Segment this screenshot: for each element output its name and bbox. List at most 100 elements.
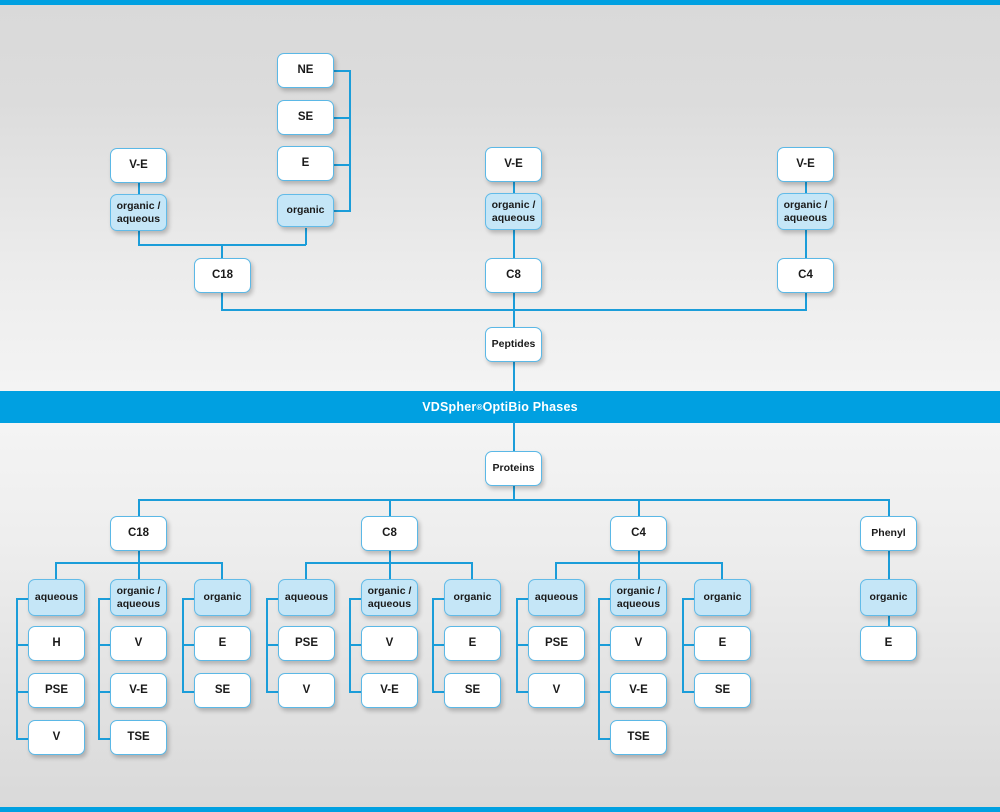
root-node-proteins[interactable]: Proteins (485, 451, 542, 486)
connector-stub-c18-column-aqueous-h (16, 643, 29, 646)
connector-c4-fan-aqueous (555, 562, 557, 579)
protein-c4-organic-item-e[interactable]: E (694, 626, 751, 661)
protein-c8-group-organic[interactable]: organic (444, 579, 501, 616)
protein-c18-aqueous-item-v[interactable]: V (28, 720, 85, 755)
banner-rest: OptiBio Phases (482, 400, 578, 414)
protein-c8-organic-item-e[interactable]: E (444, 626, 501, 661)
label: V (52, 730, 61, 743)
peptide-c4-mode-ve[interactable]: V-E (777, 147, 834, 182)
peptide-c18-organic-item-ne[interactable]: NE (277, 53, 334, 88)
peptide-sorbent-c4[interactable]: C4 (777, 258, 834, 293)
protein-c18-organic-item-se[interactable]: SE (194, 673, 251, 708)
protein-c4-organic-aqueous-item-tse[interactable]: TSE (610, 720, 667, 755)
root-node-peptides[interactable]: Peptides (485, 327, 542, 362)
connector-c18-fan-organic (221, 562, 223, 579)
label: organic (704, 591, 742, 603)
registered-mark-icon: ® (476, 402, 483, 412)
connector-orgaq-to-c8 (513, 229, 515, 258)
peptide-c18-mode-ve[interactable]: V-E (110, 148, 167, 183)
protein-c8-organic-item-se[interactable]: SE (444, 673, 501, 708)
connector-stub-c18-column-aqueous-v (16, 737, 29, 740)
protein-phenyl-organic-item-e[interactable]: E (860, 626, 917, 661)
label-line-2: aqueous (116, 597, 161, 610)
connector-c18-fan-aqueous (55, 562, 57, 579)
label-line-2: aqueous (491, 211, 536, 224)
label-line-1: aqueous (534, 591, 579, 604)
protein-c18-group-organic-aqueous[interactable]: organic /aqueous (110, 579, 167, 616)
label: V (634, 636, 643, 649)
peptide-c18-organic-item-se[interactable]: SE (277, 100, 334, 135)
label: organic /aqueous (617, 585, 661, 609)
protein-c4-aqueous-item-pse[interactable]: PSE (528, 626, 585, 661)
label: organic (286, 204, 325, 217)
protein-c4-group-organic-aqueous[interactable]: organic /aqueous (610, 579, 667, 616)
connector-organic-down-c18 (305, 228, 307, 245)
connector-bus-to-c18 (138, 499, 140, 517)
label-line-1: organic (703, 591, 742, 604)
label-line-1: organic (203, 591, 242, 604)
connector-c8-fan (305, 562, 472, 564)
protein-c18-organic-aqueous-item-v-e[interactable]: V-E (110, 673, 167, 708)
peptide-c18-organic-item-e[interactable]: E (277, 146, 334, 181)
connector-banner-to-proteins (513, 421, 515, 451)
label-line-1: organic / (783, 199, 828, 212)
protein-c4-group-organic[interactable]: organic (694, 579, 751, 616)
protein-c4-organic-item-se[interactable]: SE (694, 673, 751, 708)
protein-c4-group-aqueous[interactable]: aqueous (528, 579, 585, 616)
label-line-2: aqueous (783, 211, 828, 224)
label: TSE (627, 730, 650, 743)
label: C4 (798, 268, 813, 281)
connector-c8-fan-aqueous (305, 562, 307, 579)
protein-c8-aqueous-item-v[interactable]: V (278, 673, 335, 708)
peptide-c18-mode-organic[interactable]: organic (277, 194, 334, 227)
connector-stub-c4-column-organic-e (682, 643, 695, 646)
label: organic (204, 591, 242, 603)
connector-stub-c4-column-organic-aqueous-tse (598, 737, 611, 740)
protein-phenyl-group-organic[interactable]: organic (860, 579, 917, 616)
label: V-E (380, 683, 399, 696)
protein-c4-organic-aqueous-item-v[interactable]: V (610, 626, 667, 661)
connector-stub-c4-column-organic-aqueous-v (598, 643, 611, 646)
connector-stub-c18-column-organic-aqueous-v-e (98, 690, 111, 693)
protein-c18-group-organic[interactable]: organic (194, 579, 251, 616)
label: E (468, 636, 477, 649)
peptide-c18-mode-organic-aqueous[interactable]: organic /aqueous (110, 194, 167, 231)
protein-sorbent-c4[interactable]: C4 (610, 516, 667, 551)
protein-c18-aqueous-item-h[interactable]: H (28, 626, 85, 661)
protein-c8-organic-aqueous-item-v-e[interactable]: V-E (361, 673, 418, 708)
label: organic (870, 591, 908, 603)
peptide-sorbent-c8[interactable]: C8 (485, 258, 542, 293)
connector-stub-c8-column-aqueous (266, 597, 279, 600)
label: TSE (127, 730, 150, 743)
peptide-c4-mode-organic-aqueous[interactable]: organic /aqueous (777, 193, 834, 230)
connector-bus-c18-column-aqueous (16, 597, 18, 738)
label: aqueous (35, 591, 78, 603)
protein-c8-organic-aqueous-item-v[interactable]: V (361, 626, 418, 661)
label: PSE (44, 683, 68, 696)
label: V (552, 683, 561, 696)
bottom-accent-bar (0, 807, 1000, 812)
protein-c4-organic-aqueous-item-v-e[interactable]: V-E (610, 673, 667, 708)
label: SE (297, 110, 314, 123)
label: SE (464, 683, 481, 696)
peptide-c8-mode-ve[interactable]: V-E (485, 147, 542, 182)
label: V-E (129, 158, 148, 171)
protein-c8-group-aqueous[interactable]: aqueous (278, 579, 335, 616)
protein-c18-organic-aqueous-item-tse[interactable]: TSE (110, 720, 167, 755)
protein-c4-aqueous-item-v[interactable]: V (528, 673, 585, 708)
peptide-c8-mode-organic-aqueous[interactable]: organic /aqueous (485, 193, 542, 230)
label: V (134, 636, 143, 649)
peptide-sorbent-c18[interactable]: C18 (194, 258, 251, 293)
protein-sorbent-c18[interactable]: C18 (110, 516, 167, 551)
protein-c8-aqueous-item-pse[interactable]: PSE (278, 626, 335, 661)
protein-c18-aqueous-item-pse[interactable]: PSE (28, 673, 85, 708)
protein-sorbent-phenyl[interactable]: Phenyl (860, 516, 917, 551)
connector-stub-c18-column-aqueous (16, 597, 29, 600)
connector-stub-c4-column-organic-aqueous-v-e (598, 690, 611, 693)
protein-c18-organic-aqueous-item-v[interactable]: V (110, 626, 167, 661)
protein-c18-organic-item-e[interactable]: E (194, 626, 251, 661)
protein-c18-group-aqueous[interactable]: aqueous (28, 579, 85, 616)
protein-sorbent-c8[interactable]: C8 (361, 516, 418, 551)
protein-c8-group-organic-aqueous[interactable]: organic /aqueous (361, 579, 418, 616)
label-line-1: aqueous (34, 591, 79, 604)
